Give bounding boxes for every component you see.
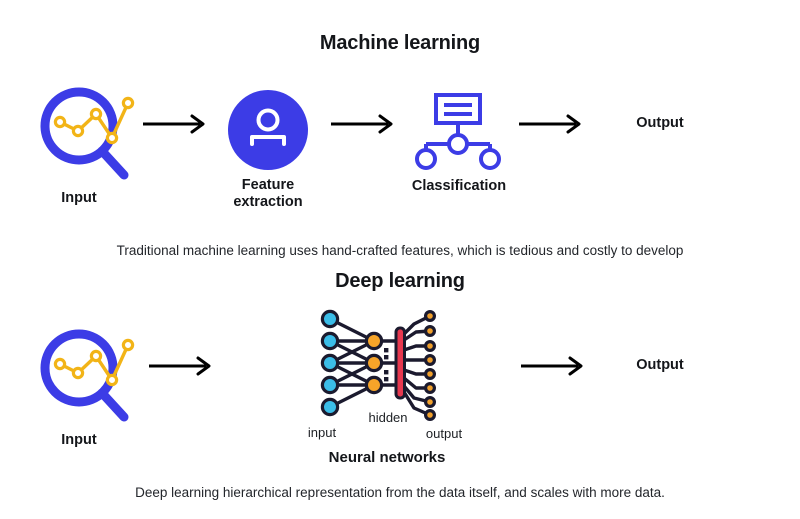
nn-input-layer-label: input [307, 425, 337, 440]
neural-network-icon [318, 309, 442, 422]
arrow-right-icon [520, 355, 586, 377]
arrow-right-icon [142, 113, 208, 135]
machine-learning-caption: Traditional machine learning uses hand-c… [116, 243, 684, 258]
person-feature-icon [228, 90, 308, 170]
magnifier-chart-icon [34, 324, 140, 428]
dl-input-label: Input [61, 432, 97, 448]
feature-extraction-label-line1: Feature [241, 177, 295, 193]
ml-input-label: Input [61, 190, 97, 206]
arrow-right-icon [330, 113, 396, 135]
neural-networks-title: Neural networks [328, 449, 446, 466]
magnifier-chart-icon [34, 82, 140, 186]
nn-output-layer-label: output [425, 426, 463, 441]
classification-tree-icon [412, 93, 504, 170]
deep-learning-caption: Deep learning hierarchical representatio… [135, 485, 665, 500]
arrow-right-icon [518, 113, 584, 135]
dl-output-label: Output [636, 357, 684, 373]
nn-hidden-layer-label: hidden [368, 410, 408, 425]
deep-learning-title: Deep learning [335, 270, 465, 292]
arrow-right-icon [148, 355, 214, 377]
classification-label: Classification [411, 178, 507, 194]
feature-extraction-label-line2: extraction [233, 194, 303, 211]
feature-extraction-label: Feature extraction [208, 177, 328, 211]
machine-learning-title: Machine learning [319, 32, 481, 54]
ml-output-label: Output [636, 115, 684, 131]
